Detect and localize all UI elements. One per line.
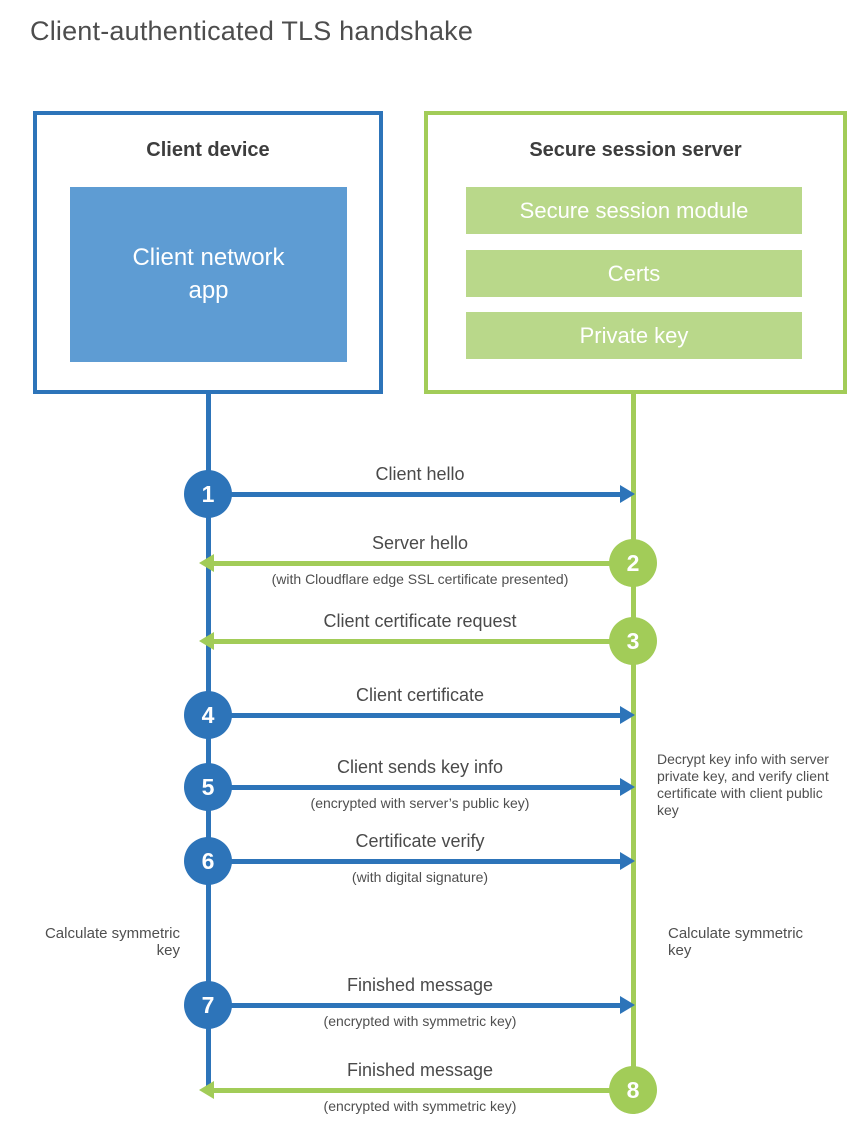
arrow-line: [208, 1003, 620, 1008]
step-2-sublabel: (with Cloudflare edge SSL certificate pr…: [271, 571, 569, 587]
arrow-line: [214, 1088, 633, 1093]
step-1-label: Client hello: [375, 464, 465, 484]
step-2-label: Server hello: [371, 533, 469, 553]
client-device-title: Client device: [146, 139, 270, 161]
calculate-symmetric-key-server-note: Calculate symmetric key: [668, 925, 804, 959]
secure-session-server-title: Secure session server: [529, 139, 742, 161]
arrow-line: [208, 859, 620, 864]
step-5-label: Client sends key info: [336, 757, 504, 777]
step-6-sublabel: (with digital signature): [351, 869, 489, 885]
arrow-line: [208, 713, 620, 718]
arrow-line: [208, 785, 620, 790]
arrow-line: [208, 492, 620, 497]
step-7-label: Finished message: [346, 975, 494, 995]
step-3-label: Client certificate request: [323, 611, 517, 631]
server-module-certs: Certs: [466, 250, 802, 297]
step-5-sublabel: (encrypted with server’s public key): [310, 795, 530, 811]
client-network-app-box: Client network app: [70, 187, 347, 362]
calculate-symmetric-key-client-note: Calculate symmetric key: [44, 925, 180, 959]
server-module-private-key: Private key: [466, 312, 802, 359]
step-7-sublabel: (encrypted with symmetric key): [323, 1013, 517, 1029]
step-6-label: Certificate verify: [355, 831, 485, 851]
server-decrypt-note: Decrypt key info with server private key…: [657, 751, 829, 818]
step-4-label: Client certificate: [355, 685, 485, 705]
step-8-sublabel: (encrypted with symmetric key): [323, 1098, 517, 1114]
arrow-line: [214, 561, 633, 566]
step-8-label: Finished message: [346, 1060, 494, 1080]
arrow-line: [214, 639, 633, 644]
page-title: Client-authenticated TLS handshake: [30, 16, 474, 46]
server-module-secure-session: Secure session module: [466, 187, 802, 234]
client-lifeline: [206, 392, 211, 1088]
server-lifeline: [631, 392, 636, 1092]
client-network-app-label: Client network app: [132, 244, 285, 304]
